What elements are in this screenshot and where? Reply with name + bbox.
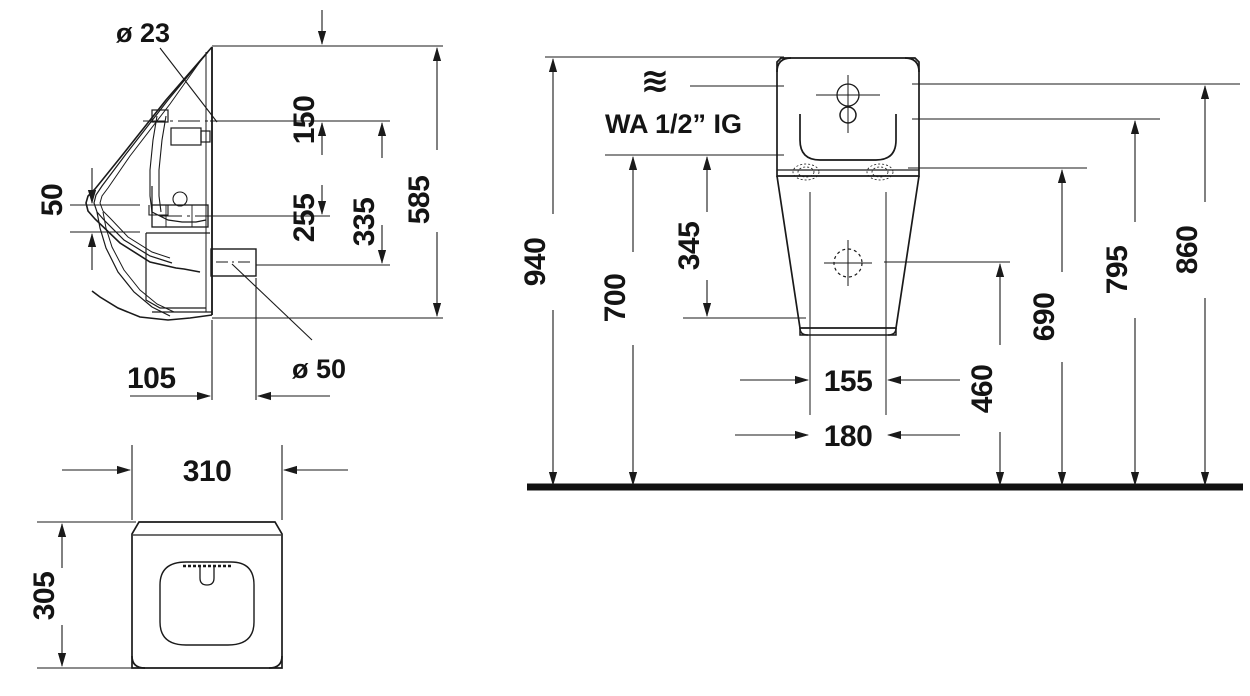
plan-inner-bowl xyxy=(159,561,255,646)
dim-180: 180 xyxy=(824,420,873,453)
front-flush-holes-right xyxy=(866,163,894,181)
front-top-corner-right xyxy=(904,57,920,73)
side-lower-flank-2 xyxy=(102,211,175,313)
front-base-round-right xyxy=(887,327,897,336)
side-view-dimensions xyxy=(70,10,443,401)
side-lower-flank xyxy=(96,211,171,317)
dim-690: 690 xyxy=(1028,293,1061,342)
fixing-hole-circle xyxy=(839,106,857,124)
dim-585: 585 xyxy=(403,176,436,225)
label-dia-50: ø 50 xyxy=(292,354,346,384)
dim-860: 860 xyxy=(1171,226,1204,275)
side-supply-fitting xyxy=(170,127,202,146)
dim-255: 255 xyxy=(288,194,321,243)
dim-105: 105 xyxy=(127,362,176,395)
front-view-dimensions xyxy=(545,56,1240,486)
front-bowl-opening xyxy=(799,114,897,161)
front-flush-holes-left xyxy=(792,163,820,181)
front-base xyxy=(799,328,897,336)
plan-body-outline xyxy=(131,521,283,669)
dim-795: 795 xyxy=(1101,246,1134,295)
plan-top-view xyxy=(131,521,283,669)
water-symbol: ≋ xyxy=(641,62,670,100)
dim-460: 460 xyxy=(966,365,999,414)
side-supply-nipple xyxy=(200,130,211,143)
dim-305: 305 xyxy=(28,572,61,621)
side-flush-channel xyxy=(149,115,167,213)
dim-150: 150 xyxy=(288,96,321,145)
dim-345: 345 xyxy=(673,222,706,271)
side-outlet-pipe xyxy=(210,248,257,277)
front-lower-body xyxy=(776,175,920,329)
dim-310: 310 xyxy=(183,455,232,488)
dim-940: 940 xyxy=(519,238,552,287)
side-section-view xyxy=(85,46,313,341)
plan-view-dimensions xyxy=(37,445,348,669)
plan-corner-br xyxy=(268,655,283,669)
front-elevation-view xyxy=(527,57,1243,491)
side-inlet-block xyxy=(151,109,169,123)
label-dia-23: ø 23 xyxy=(116,18,170,48)
plan-corner-bl xyxy=(131,655,146,669)
leader-dia50 xyxy=(231,263,313,341)
side-inner-bowl-2 xyxy=(99,55,205,259)
side-skirt-box xyxy=(145,233,206,309)
dim-335: 335 xyxy=(348,198,381,247)
front-top-corner-left xyxy=(776,57,792,73)
plan-drain-outlet xyxy=(199,565,215,586)
connection-label: WA 1/2” IG xyxy=(605,109,742,139)
front-base-round-left xyxy=(799,327,809,336)
dim-155: 155 xyxy=(824,365,873,398)
dim-50: 50 xyxy=(36,184,69,216)
leader-dia23 xyxy=(159,47,218,123)
side-trap-boss xyxy=(172,191,188,207)
dim-700: 700 xyxy=(599,274,632,323)
side-body-outline xyxy=(85,46,213,321)
